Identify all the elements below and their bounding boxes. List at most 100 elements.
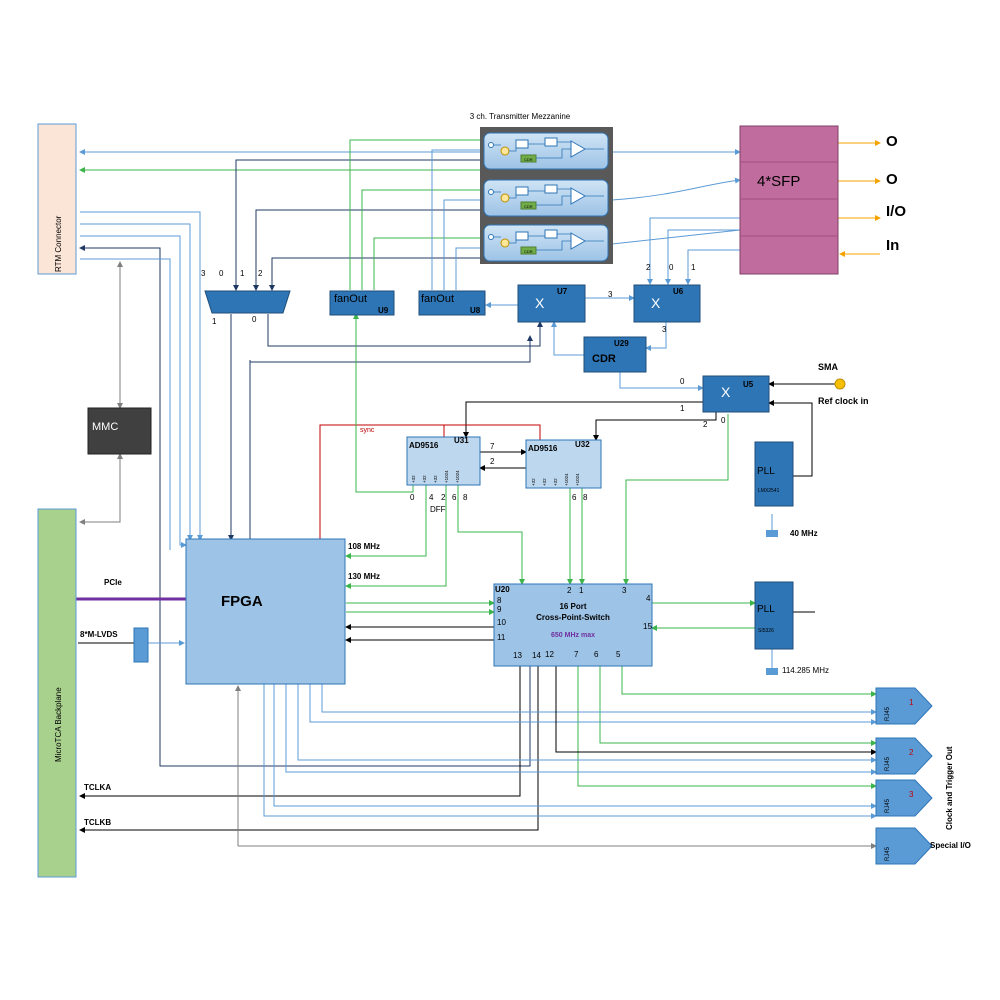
tclka-label: TCLKA: [84, 783, 111, 792]
cdr-block: [520, 201, 537, 210]
buffer-block: [515, 186, 529, 196]
sfp-block: 4*SFP O O I/O In: [739, 125, 906, 275]
cps-pin-10: 10: [497, 618, 506, 627]
u7-ref: U7: [557, 287, 568, 296]
pll-lmx2541: PLL LMX2541 40 MHz: [754, 441, 818, 538]
pll1-part: LMX2541: [758, 488, 780, 494]
rj45-label: RJ45: [885, 756, 891, 771]
sma-label: SMA: [818, 362, 839, 372]
mux-in-0: 0: [219, 269, 224, 278]
cross-point-switch-u20: U20 16 Port Cross-Point-Switch 650 MHz m…: [493, 583, 653, 667]
rj45-number: 2: [909, 748, 914, 757]
divider-label: +32: [553, 478, 558, 486]
latch-block: [544, 137, 558, 147]
u7-u6-link-label: 3: [608, 290, 613, 299]
cdr-block-label: CDR: [524, 204, 533, 209]
ad32-label: AD9516: [528, 444, 558, 453]
divider-label: +1024: [455, 470, 460, 483]
special-io-label: Special I/O: [930, 841, 971, 850]
pll2-part: SI5326: [758, 628, 774, 634]
sfp-port-2: I/O: [886, 203, 906, 220]
latch-block: [544, 229, 558, 239]
cdr-label: CDR: [592, 353, 616, 365]
divider-label: +32: [542, 478, 547, 486]
rj45-connector: RJ45: [875, 827, 933, 865]
fanout-u9-ref: U9: [378, 306, 389, 315]
input-node: [488, 142, 494, 148]
clock-108-label: 108 MHz: [348, 542, 380, 551]
pll1-freq: 40 MHz: [790, 529, 818, 538]
u6-in-1: 1: [691, 263, 696, 272]
cps-pin-9: 9: [497, 605, 502, 614]
sma-connector: SMA Ref clock in: [818, 362, 869, 406]
cdr-block-label: CDR: [524, 157, 533, 162]
u6-ref: U6: [673, 287, 684, 296]
mmc-label: MMC: [92, 421, 118, 433]
channel-wiring: [494, 188, 604, 206]
ad9516-u31: AD9516 U31 +32+32+32+1024+1024 0 4 2 6 8…: [406, 436, 481, 514]
cps-pin-1: 1: [579, 586, 584, 595]
divider-label: +32: [531, 478, 536, 486]
ad9516-u32: AD9516 U32 +32+32+32+1024+1024 6 8: [525, 439, 602, 502]
mux-in-1: 1: [240, 269, 245, 278]
ad-link-7: 7: [490, 442, 495, 451]
clock-130-label: 130 MHz: [348, 572, 380, 581]
u5-label: X: [721, 384, 731, 400]
ad31-pin-2: 2: [441, 493, 446, 502]
input-mux: 3 0 1 2 1 0: [201, 269, 291, 326]
mixer-node: [500, 238, 510, 248]
lvds-buffer: [133, 627, 149, 663]
rj45-label: RJ45: [885, 846, 891, 861]
mux-out-1: 1: [212, 317, 217, 326]
microtca-backplane: MicroTCA Backplane: [37, 508, 77, 878]
rj45-number: 1: [909, 698, 914, 707]
sfp-label: 4*SFP: [757, 173, 800, 190]
input-node: [488, 234, 494, 240]
u5-out-1: 1: [680, 404, 685, 413]
fanout-u8: fanOut U8: [418, 290, 486, 316]
divider-label: +1024: [444, 470, 449, 483]
pll2-oscillator: [766, 668, 778, 675]
cdr-u29: CDR U29: [583, 336, 647, 373]
tclkb-label: TCLKB: [84, 818, 111, 827]
fanout-u8-label: fanOut: [421, 293, 454, 305]
rj45-connector: RJ45 2: [875, 737, 933, 775]
fpga-block: FPGA: [185, 538, 346, 685]
crosspoint-u6: X U6 2 0 1 3: [633, 263, 701, 334]
cdr-ref: U29: [614, 339, 629, 348]
input-node: [488, 189, 494, 195]
pll2-label: PLL: [757, 604, 775, 615]
ad32-dividers: +32+32+32+1024+1024: [531, 473, 580, 486]
cps-pin-14: 14: [532, 651, 541, 660]
cdr-block: [520, 154, 537, 163]
fanout-u8-ref: U8: [470, 306, 481, 315]
pll-si5326: PLL SI5326 114.285 MHz: [754, 581, 829, 675]
ad-link-2: 2: [490, 457, 495, 466]
u5-out-2: 2: [703, 420, 708, 429]
u5-out-0: 0: [721, 416, 726, 425]
mux-out-0: 0: [252, 315, 257, 324]
divider-label: +32: [433, 475, 438, 483]
ad31-pin-0: 0: [410, 493, 415, 502]
latch-block: [544, 184, 558, 194]
cps-pin-13: 13: [513, 651, 522, 660]
backplane-label: MicroTCA Backplane: [54, 687, 63, 762]
crosspoint-u7: X U7: [517, 284, 586, 323]
divider-label: +32: [422, 475, 427, 483]
cps-pin-8: 8: [497, 596, 502, 605]
ad31-label: AD9516: [409, 441, 439, 450]
channel-wiring: [494, 141, 604, 159]
fanout-u9-label: fanOut: [334, 293, 367, 305]
pcie-label: PCIe: [104, 578, 122, 587]
wires: [76, 139, 881, 849]
divider-label: +1024: [564, 473, 569, 486]
cps-pin-3: 3: [622, 586, 627, 595]
pll2-freq: 114.285 MHz: [782, 666, 829, 675]
cps-speed: 650 MHz max: [551, 632, 595, 639]
mux-in-3: 3: [201, 269, 206, 278]
mezzanine-channel: CDR: [483, 132, 609, 170]
mezzanine-channel: CDR: [483, 179, 609, 217]
cps-ref: U20: [495, 585, 510, 594]
u5-in-0: 0: [680, 377, 685, 386]
